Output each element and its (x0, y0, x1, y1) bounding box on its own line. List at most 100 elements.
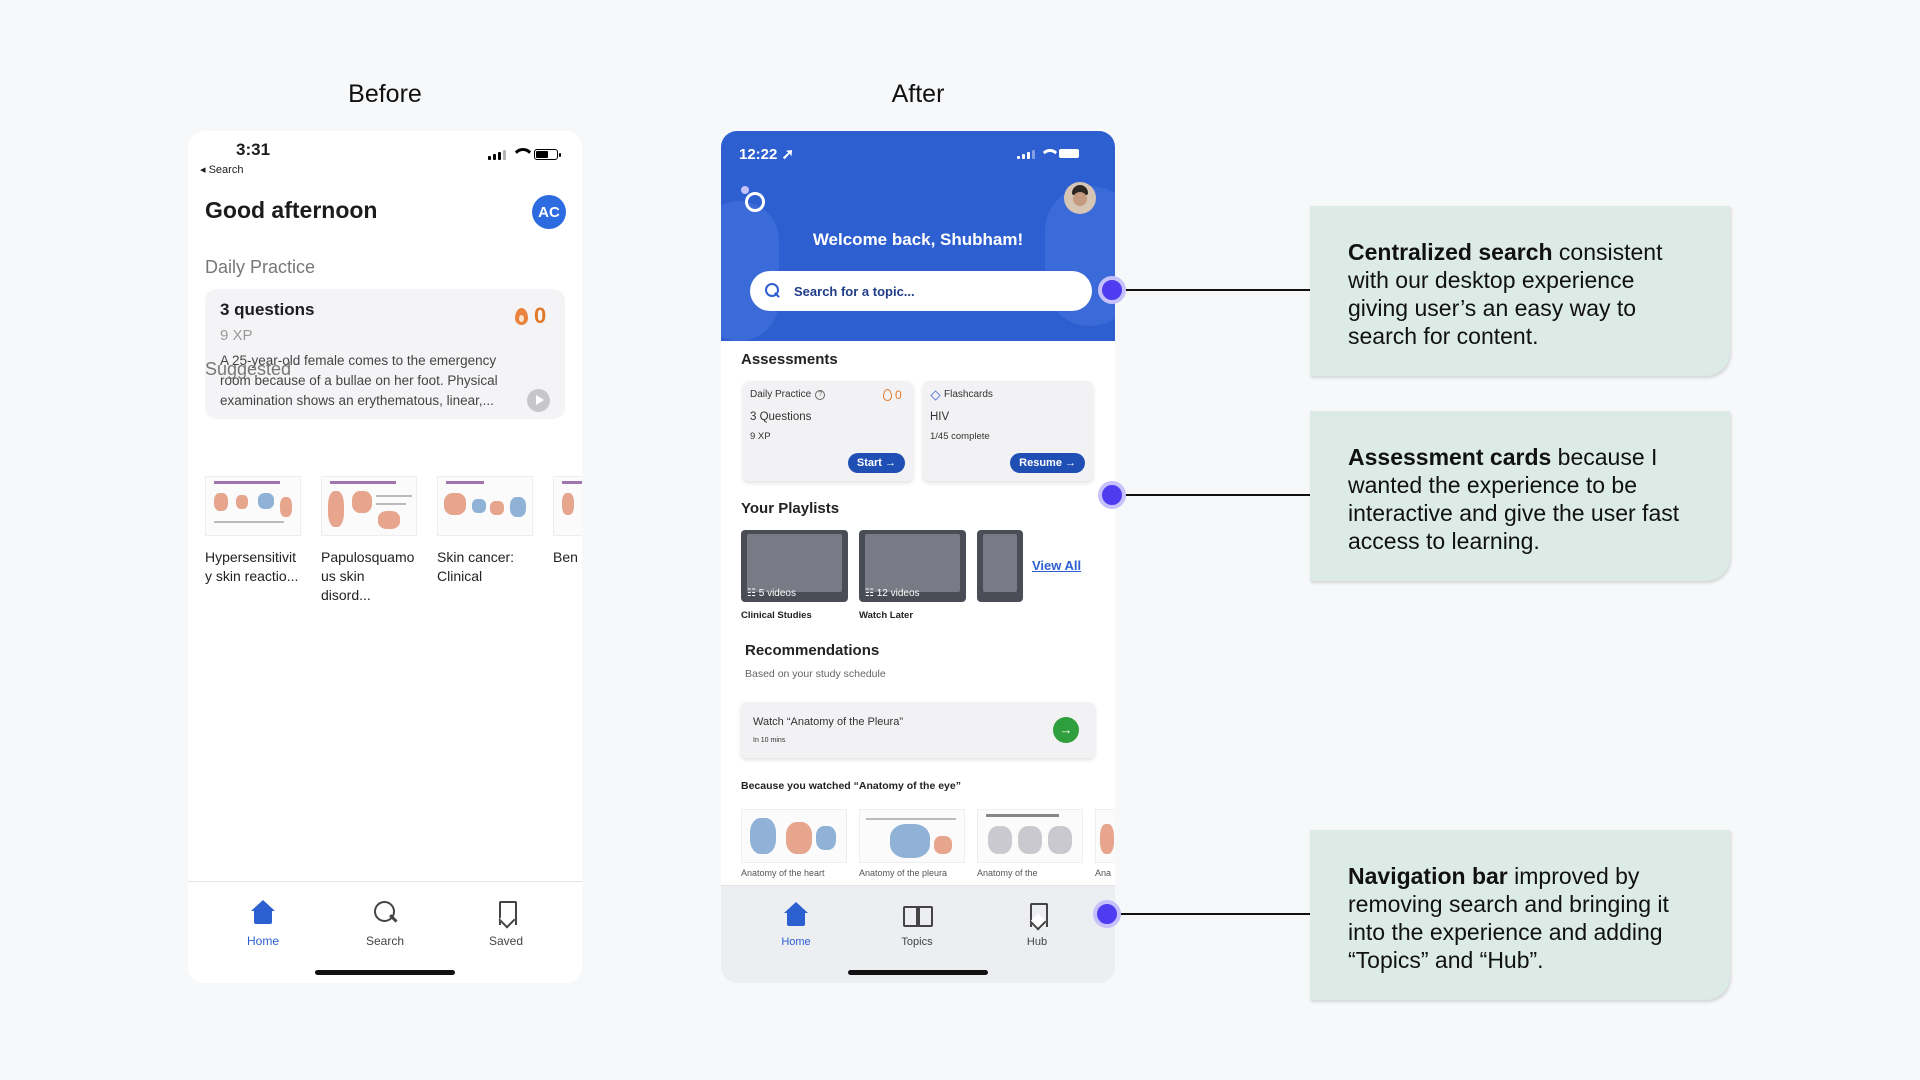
streak-counter: 0 (883, 388, 902, 402)
bottom-nav-bar: Home Topics Hub (721, 885, 1115, 983)
suggested-label: Suggested (205, 359, 292, 379)
daily-practice-card[interactable]: 3 questions 0 9 XP A 25-year-old female … (205, 289, 565, 419)
daily-practice-label: Daily Practice (205, 257, 316, 277)
suggested-thumbnail (437, 476, 533, 536)
suggested-label-text: Hypersensitivit y skin reactio... (205, 549, 299, 584)
video-item[interactable]: Anatomy of the pleura (859, 809, 965, 878)
battery-icon (534, 148, 561, 160)
avatar[interactable] (1064, 182, 1096, 214)
recommendations-subtitle: Based on your study schedule (745, 668, 886, 680)
greeting-title: Good afternoon (205, 197, 378, 223)
annotation-dot (1098, 481, 1126, 509)
play-icon[interactable] (527, 389, 550, 412)
video-thumbnail (859, 809, 965, 863)
video-label: Anatomy of the (977, 868, 1038, 878)
nav-home[interactable]: Home (223, 900, 303, 948)
daily-practice-card[interactable]: Daily Practice ? 0 3 Questions 9 XP Star… (743, 381, 913, 481)
video-label: Anatomy of the pleura (859, 868, 948, 878)
video-item[interactable]: Anatomy of the heart (741, 809, 847, 878)
callout-text: consistent with our desktop experience g… (1348, 239, 1663, 349)
suggested-label-text: Skin cancer: Clinical (437, 549, 515, 584)
suggested-item[interactable]: Ben hyp (553, 476, 582, 605)
streak-value: 0 (895, 388, 902, 402)
playlist-card[interactable]: ☷ 12 videos Watch Later (859, 530, 966, 621)
book-icon (902, 902, 933, 930)
card-question-preview: A 25-year-old female comes to the emerge… (220, 353, 498, 408)
callout-navigation: Navigation bar improved by removing sear… (1310, 830, 1730, 1000)
nav-label: Hub (1026, 936, 1048, 948)
arrow-right-icon[interactable]: → (1053, 717, 1079, 743)
suggested-label-text: Ben hyp (553, 549, 582, 565)
cellular-signal-icon (488, 149, 506, 160)
resume-button[interactable]: Resume → (1010, 453, 1085, 473)
video-label: Anatomy of the heart (741, 868, 825, 878)
recommendation-time: In 10 mins (753, 737, 786, 744)
start-button[interactable]: Start → (847, 453, 905, 473)
bottom-nav-bar: Home Search Saved (188, 881, 582, 983)
nav-label: Home (781, 936, 811, 948)
status-back-link[interactable]: ◂ Search (200, 164, 244, 176)
flashcards-card[interactable]: Flashcards HIV 1/45 complete Resume → (923, 381, 1093, 481)
search-input[interactable] (794, 271, 1074, 311)
nav-topics[interactable]: Topics (877, 902, 957, 948)
suggested-item[interactable]: Skin cancer: Clinical (437, 476, 533, 605)
suggested-thumbnail (321, 476, 417, 536)
nav-search[interactable]: Search (345, 900, 425, 948)
video-thumbnail (1095, 809, 1115, 863)
streak-value: 0 (534, 303, 547, 328)
before-heading: Before (348, 80, 422, 108)
bookmark-icon (491, 900, 521, 928)
nav-home[interactable]: Home (756, 902, 836, 948)
playlists-label: Your Playlists (741, 500, 840, 517)
video-item[interactable]: Anatomy of the (977, 809, 1083, 878)
app-header: 12:22 ➚ Welcome back, Shubham! (721, 131, 1115, 341)
recommendations-label: Recommendations (745, 642, 880, 659)
card-sub-text: 9 XP (750, 431, 771, 442)
callout-bold: Navigation bar (1348, 863, 1508, 889)
search-bar[interactable] (750, 271, 1092, 311)
playlist-name: Clinical Studies (741, 610, 812, 621)
playlist-card[interactable] (977, 530, 1023, 602)
video-count: ☷ 12 videos (865, 588, 920, 599)
view-all-link[interactable]: View All (1032, 558, 1082, 573)
recommendation-card[interactable]: Watch “Anatomy of the Pleura” In 10 mins… (741, 702, 1095, 758)
card-title: Daily Practice ? (750, 389, 826, 400)
bookmark-icon (1022, 902, 1052, 930)
nav-label: Search (365, 934, 405, 948)
suggested-thumbnail (553, 476, 582, 536)
annotation-dot (1098, 276, 1126, 304)
home-indicator (848, 970, 988, 975)
callout-text: improved by removing search and bringing… (1348, 863, 1669, 973)
status-time: 12:22 ➚ (739, 146, 795, 163)
card-main-text: 3 Questions (750, 411, 812, 423)
recommendation-title: Watch “Anatomy of the Pleura” (753, 716, 903, 728)
avatar[interactable]: AC (532, 195, 566, 229)
assessments-label: Assessments (741, 351, 838, 368)
cellular-signal-icon (1017, 148, 1035, 159)
after-heading: After (891, 80, 945, 108)
status-icons (488, 148, 561, 160)
suggested-item[interactable]: Papulosquamo us skin disord... (321, 476, 417, 605)
wifi-icon (512, 148, 528, 160)
help-icon[interactable]: ? (815, 389, 826, 400)
video-item[interactable]: Ana (1095, 809, 1115, 878)
nav-label: Home (246, 934, 279, 948)
home-icon (248, 900, 278, 928)
nav-label: Topics (901, 936, 933, 948)
streak-counter: 0 (515, 303, 546, 329)
app-logo-icon[interactable] (741, 186, 767, 212)
status-time: 3:31 (236, 140, 271, 159)
suggested-label-text: Papulosquamo us skin disord... (321, 549, 415, 603)
card-sub-text: 1/45 complete (930, 431, 990, 442)
because-you-watched-label: Because you watched “Anatomy of the eye” (741, 780, 961, 792)
connector-line (1120, 913, 1310, 915)
nav-hub[interactable]: Hub (997, 902, 1077, 948)
nav-saved[interactable]: Saved (466, 900, 546, 948)
layers-icon (930, 390, 940, 400)
suggested-item[interactable]: Hypersensitivit y skin reactio... (205, 476, 301, 605)
card-title-text: Daily Practice (750, 389, 812, 400)
playlist-name: Watch Later (859, 610, 914, 621)
flame-icon (883, 389, 892, 401)
connector-line (1125, 289, 1310, 291)
playlist-card[interactable]: ☷ 5 videos Clinical Studies (741, 530, 848, 621)
